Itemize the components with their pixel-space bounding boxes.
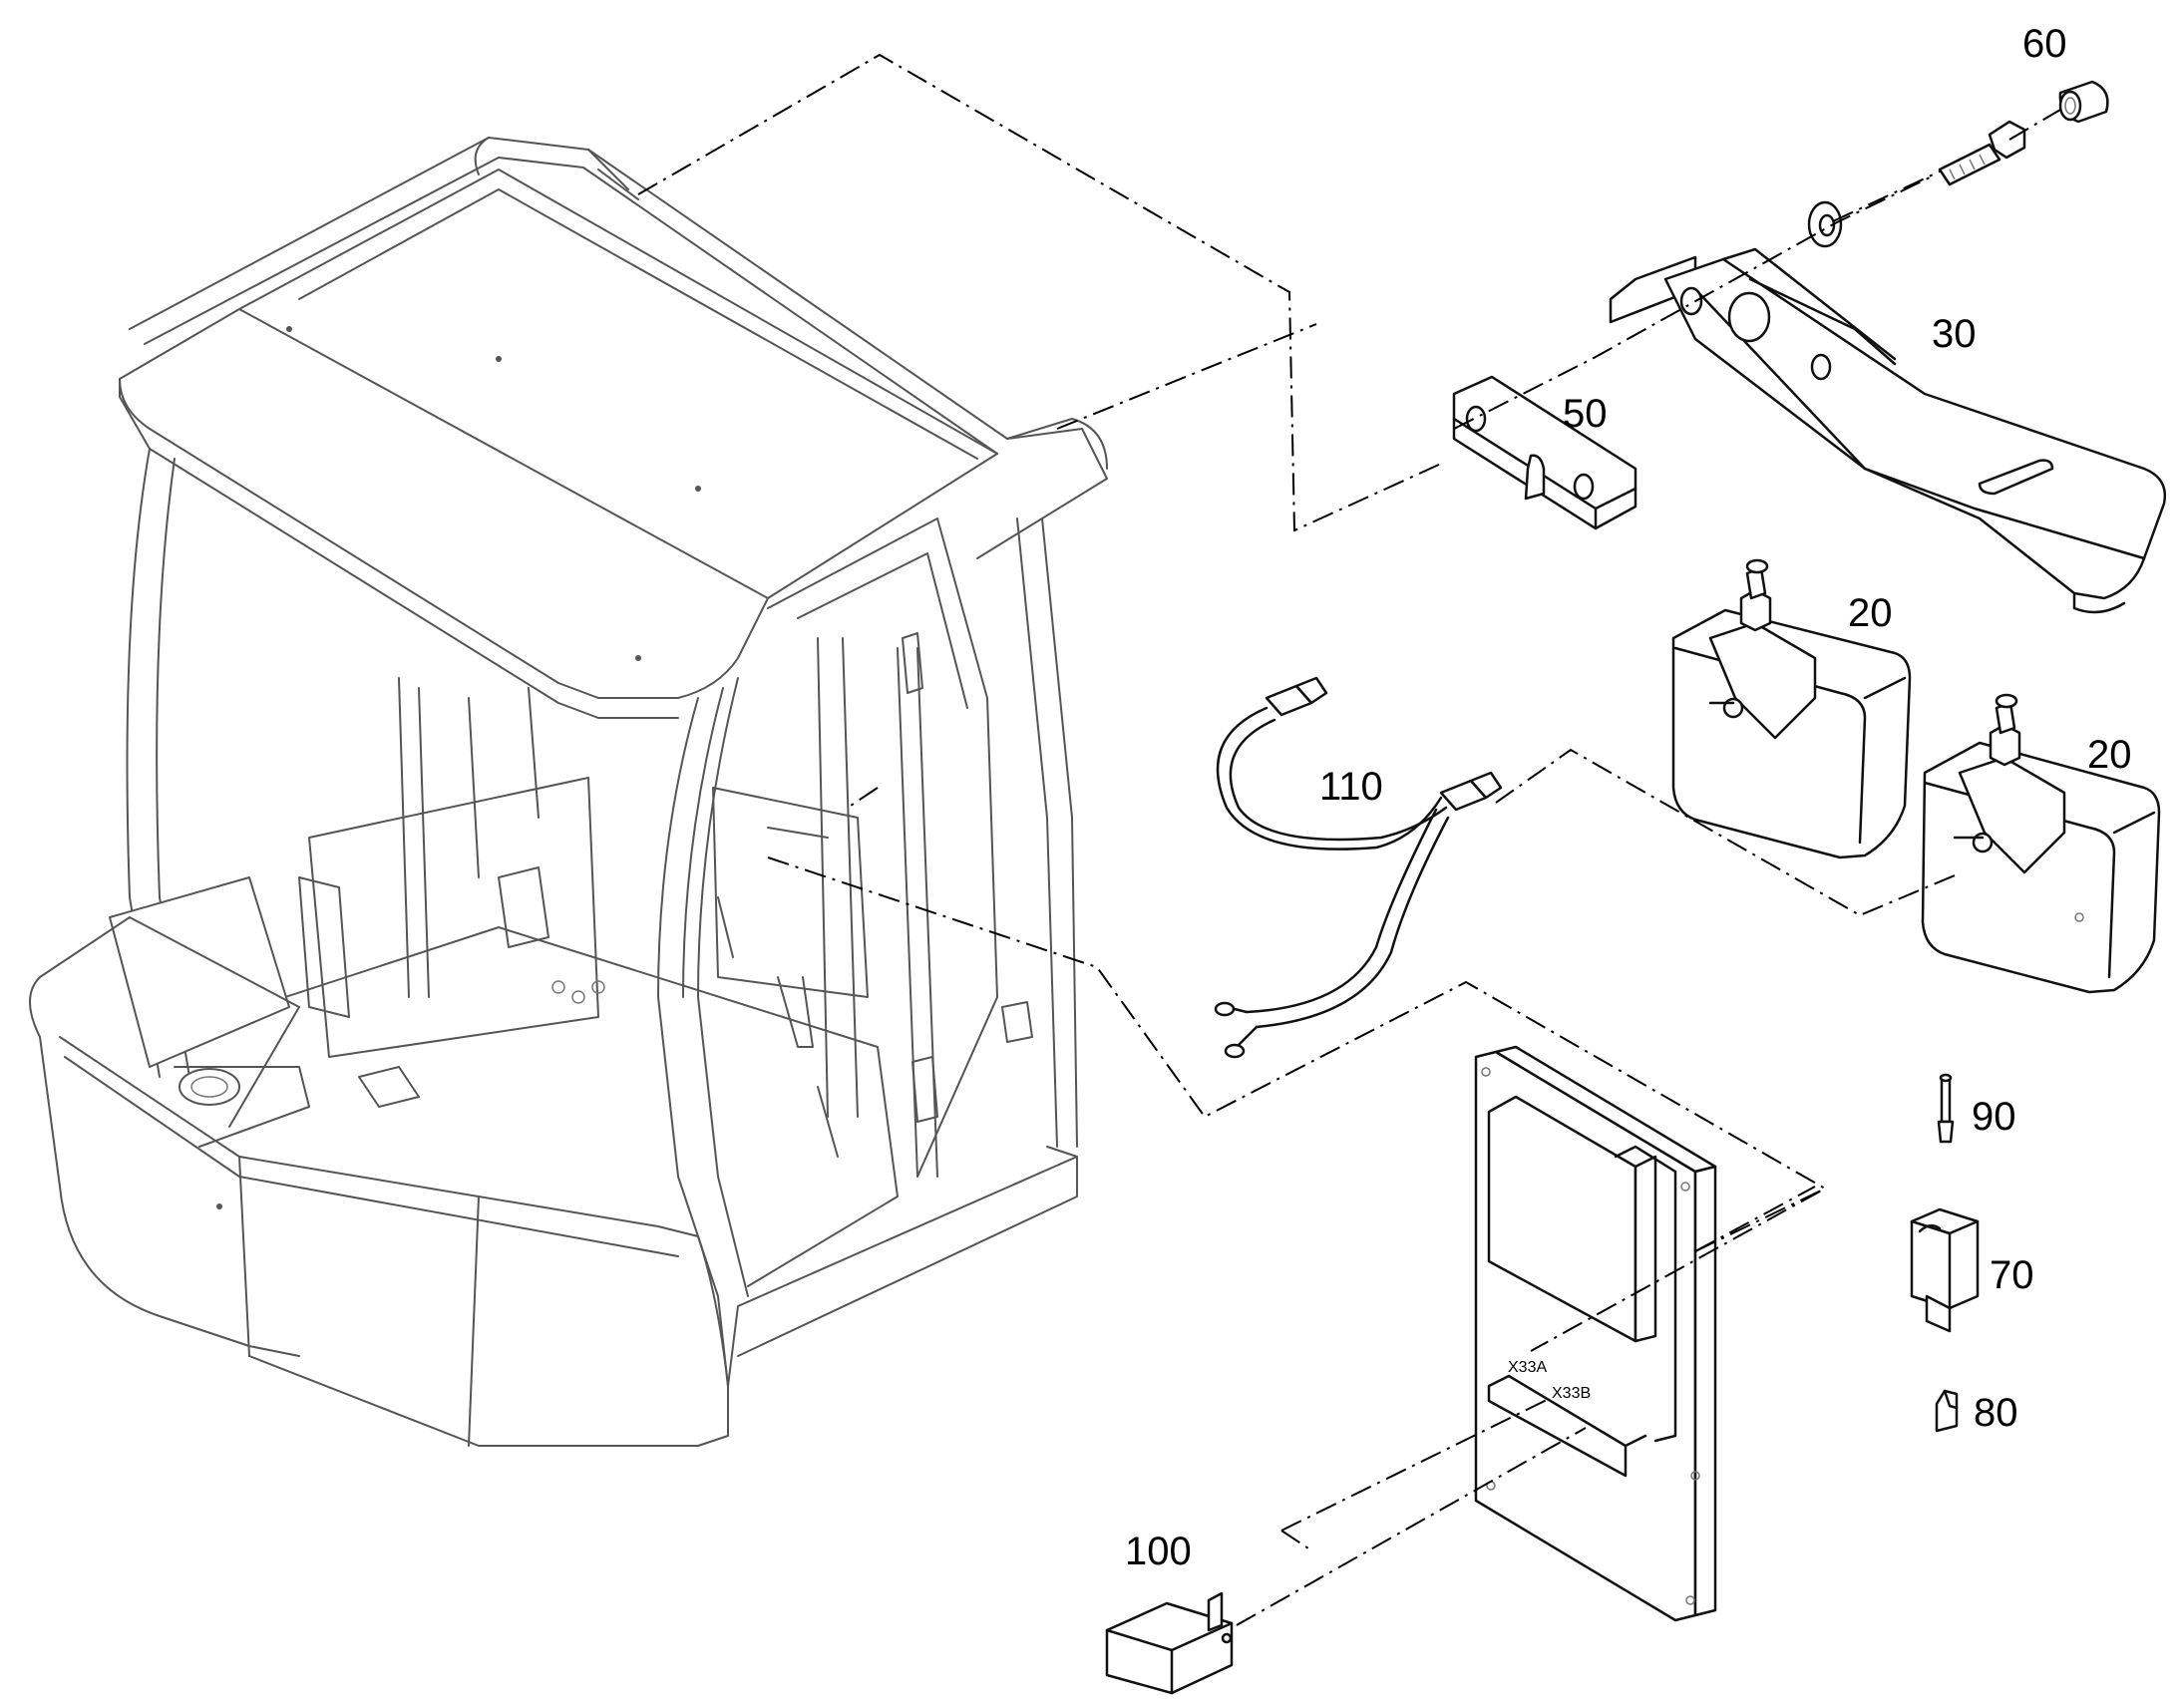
washer [1807,200,1843,248]
callout-90: 90 [1972,1095,2016,1139]
leader-lines [637,53,2061,1626]
operator-cab [29,137,1108,1447]
callout-70: 70 [1990,1253,2034,1297]
callout-80: 80 [1974,1391,2018,1435]
callout-20-lower: 20 [2087,733,2132,777]
part-20-lamp-lower [1921,693,2161,994]
callout-100: 100 [1125,1530,1192,1573]
callout-50: 50 [1563,392,1608,436]
part-80-wedge [1935,1389,1959,1433]
part-110-harness [1214,676,1503,1059]
bolt [1938,120,2026,186]
part-20-lamp-upper [1671,558,1912,859]
callout-30: 30 [1932,312,1977,356]
callout-110: 110 [1319,765,1383,809]
part-60-nut [2058,80,2109,124]
connector-label-x33b: X33B [1552,1385,1591,1402]
callouts: 60 30 50 20 20 110 90 70 80 100 [1125,22,2132,1573]
part-100-relay [1105,1591,1234,1695]
part-50-plate [1452,375,1637,530]
connector-label-x33a: X33A [1508,1359,1547,1376]
callout-20-upper: 20 [1848,591,1893,635]
part-30-bracket [1609,247,2167,614]
part-90-pin [1937,1073,1955,1144]
control-panel: X33A X33B [1474,1045,1717,1622]
callout-60: 60 [2022,22,2067,66]
part-70-connector [1910,1207,1980,1333]
